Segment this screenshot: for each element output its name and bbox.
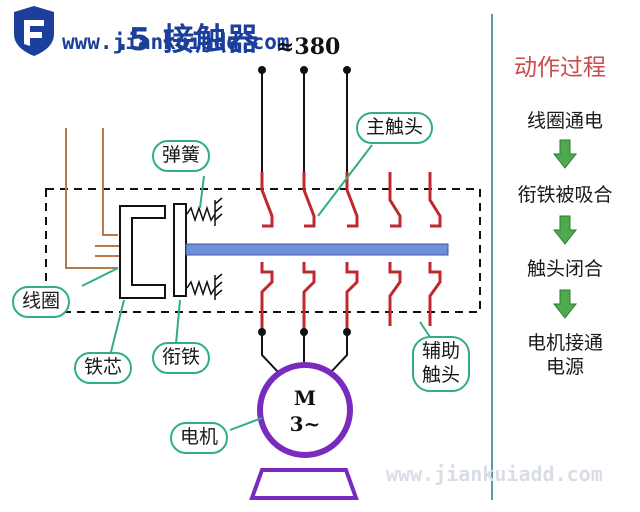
label-coil: 线圈	[12, 286, 71, 318]
push-rod	[185, 243, 449, 256]
motor-leads	[258, 328, 351, 373]
spring-top	[186, 197, 223, 226]
iron-core	[119, 205, 166, 299]
process-arrows	[552, 139, 578, 319]
main-contacts	[260, 172, 359, 330]
label-aux-contact: 辅助 触头	[412, 336, 471, 392]
spring-bottom	[186, 273, 223, 300]
motor-symbol-m: M	[293, 386, 317, 410]
watermark-top: www.jiankuiadd.com	[62, 30, 290, 54]
label-aux-line1: 辅助	[422, 340, 461, 362]
label-aux-line2: 触头	[422, 363, 461, 386]
process-step-2: 衔铁被吸合	[517, 184, 613, 206]
armature	[173, 203, 187, 297]
shield-logo	[14, 6, 54, 56]
motor-symbol-phase: 3~	[289, 412, 321, 436]
power-lines	[258, 66, 351, 172]
page-title: .5 接触器	[116, 22, 260, 58]
process-step-4: 电机接通 电源	[526, 332, 603, 378]
label-motor: 电机	[170, 422, 229, 454]
process-step-1: 线圈通电	[526, 110, 603, 132]
label-spring: 弹簧	[152, 140, 211, 172]
process-step-3: 触头闭合	[526, 258, 603, 280]
label-pointers	[81, 144, 433, 431]
process-title: 动作过程	[514, 55, 606, 81]
label-main-contact: 主触头	[356, 112, 434, 144]
label-core: 铁芯	[74, 352, 133, 384]
label-armature: 衔铁	[152, 342, 211, 374]
voltage-label: ≈380	[276, 34, 341, 60]
watermark-bottom: www.jiankuiadd.com	[386, 462, 603, 486]
motor	[249, 362, 359, 500]
auxiliary-contacts	[388, 172, 442, 326]
